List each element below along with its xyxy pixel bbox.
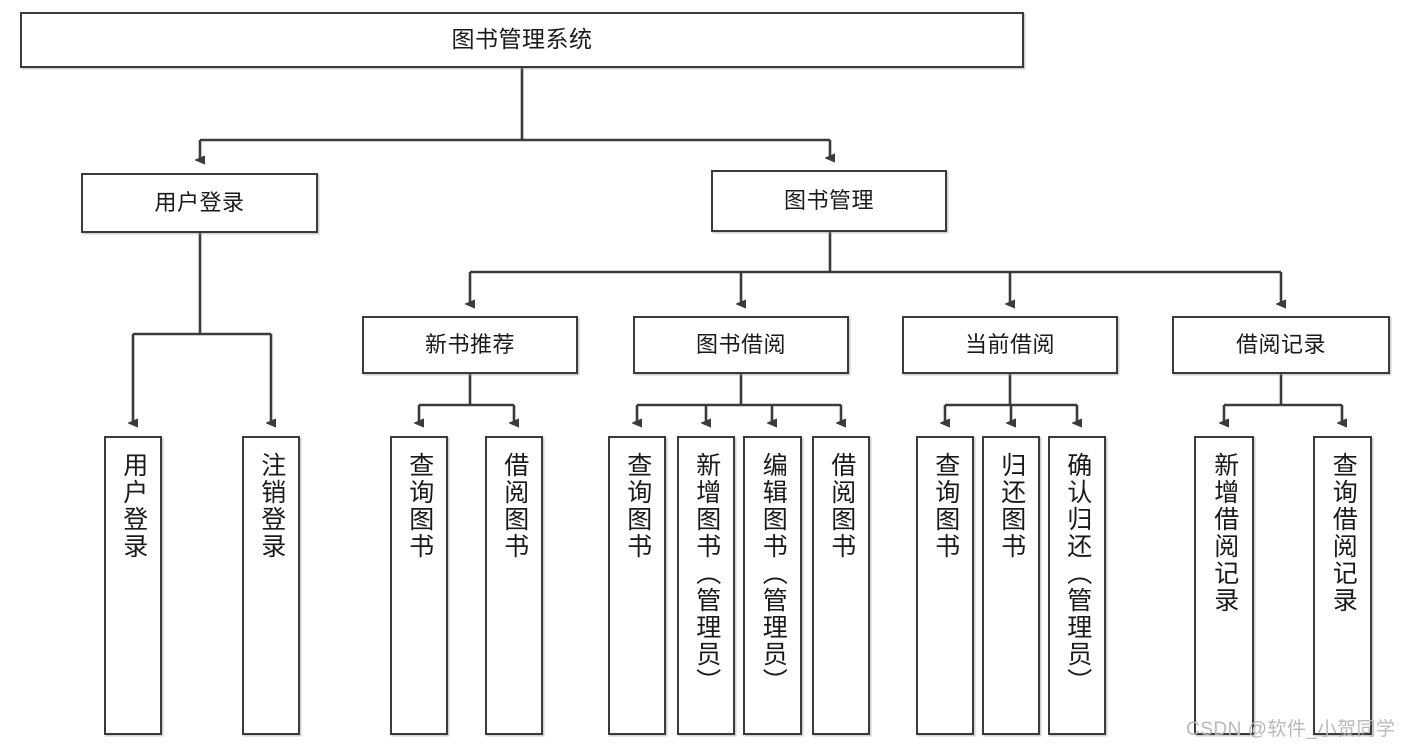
node-leaf-query-book-3[interactable]: 查询图书	[916, 436, 974, 735]
node-leaf-add-book-label: 新增图书（管理员）	[692, 452, 721, 695]
node-leaf-borrow-book-1[interactable]: 借阅图书	[485, 436, 543, 735]
node-current-borrow[interactable]: 当前借阅	[902, 316, 1118, 374]
node-leaf-borrow-book-2[interactable]: 借阅图书	[812, 436, 870, 735]
node-leaf-add-record-label: 新增借阅记录	[1210, 452, 1239, 614]
node-leaf-logout[interactable]: 注销登录	[242, 436, 300, 735]
node-leaf-edit-book-label: 编辑图书（管理员）	[759, 452, 788, 695]
node-new-book-rec-label: 新书推荐	[424, 331, 515, 357]
node-user-login[interactable]: 用户登录	[81, 173, 318, 233]
node-borrow-record[interactable]: 借阅记录	[1172, 316, 1390, 374]
node-book-borrow[interactable]: 图书借阅	[633, 316, 849, 374]
node-leaf-user-login[interactable]: 用户登录	[104, 436, 162, 735]
node-root[interactable]: 图书管理系统	[20, 12, 1024, 68]
node-leaf-query-book-1[interactable]: 查询图书	[390, 436, 448, 735]
csdn-watermark: CSDN @软件_小贺同学	[1186, 719, 1396, 740]
node-leaf-edit-book[interactable]: 编辑图书（管理员）	[743, 436, 802, 735]
node-leaf-logout-label: 注销登录	[257, 452, 286, 560]
node-borrow-record-label: 借阅记录	[1235, 331, 1326, 357]
node-leaf-query-book-3-label: 查询图书	[931, 452, 960, 560]
node-leaf-query-book-2-label: 查询图书	[623, 452, 652, 560]
node-leaf-query-book-2[interactable]: 查询图书	[608, 436, 666, 735]
node-leaf-add-book[interactable]: 新增图书（管理员）	[677, 436, 735, 735]
node-leaf-return-book-label: 归还图书	[997, 452, 1026, 560]
node-leaf-add-record[interactable]: 新增借阅记录	[1194, 436, 1254, 735]
node-new-book-rec[interactable]: 新书推荐	[362, 316, 578, 374]
node-root-label: 图书管理系统	[451, 26, 593, 53]
node-current-borrow-label: 当前借阅	[964, 331, 1055, 357]
node-book-borrow-label: 图书借阅	[695, 331, 786, 357]
node-leaf-return-book[interactable]: 归还图书	[982, 436, 1040, 735]
node-leaf-confirm-return[interactable]: 确认归还（管理员）	[1048, 436, 1106, 735]
node-user-login-label: 用户登录	[154, 189, 245, 215]
node-leaf-query-record-label: 查询借阅记录	[1329, 452, 1358, 614]
node-leaf-borrow-book-1-label: 借阅图书	[500, 452, 529, 560]
node-leaf-borrow-book-2-label: 借阅图书	[827, 452, 856, 560]
node-book-manage-label: 图书管理	[783, 187, 874, 213]
node-leaf-confirm-return-label: 确认归还（管理员）	[1063, 452, 1092, 695]
node-leaf-user-login-label: 用户登录	[119, 452, 148, 560]
node-book-manage[interactable]: 图书管理	[711, 170, 947, 232]
node-leaf-query-record[interactable]: 查询借阅记录	[1313, 436, 1372, 735]
node-leaf-query-book-1-label: 查询图书	[405, 452, 434, 560]
